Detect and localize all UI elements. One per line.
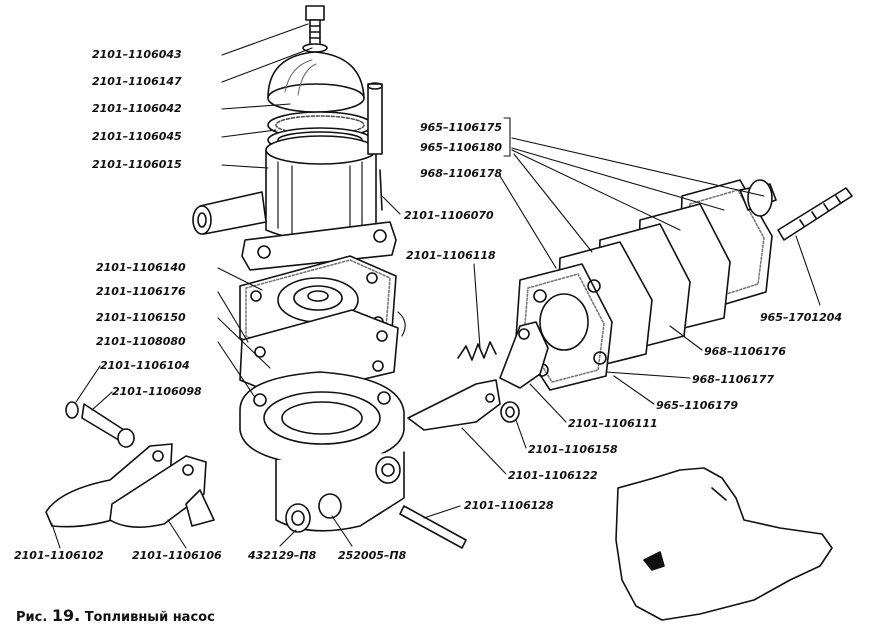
label-part-14: 2101–1106106 [132,549,222,562]
leader-lines [51,23,821,549]
figure-caption: Рис. 19. Топливный насос [16,606,215,625]
label-part-26: 965–1106175 [420,121,503,134]
pump-lower-body [239,371,405,533]
label-part-7: 2101–1106140 [96,261,186,274]
pump-drive-flange-stack [515,179,777,391]
label-part-20: 2101–1106111 [568,417,658,430]
label-part-23: 968–1106176 [704,345,787,358]
small-fitting-parts [65,401,135,448]
lever-arm [407,379,501,431]
label-part-24: 965–1701204 [760,311,843,324]
label-part-4: 2101–1106045 [92,130,182,143]
label-part-5: 2101–1106015 [92,158,182,171]
label-part-1: 2101–1106043 [92,48,182,61]
label-part-6: 2101–1106070 [404,209,494,222]
lever-bracket [499,321,549,389]
label-part-2: 2101–1106147 [92,75,182,88]
car-location-silhouette [615,467,833,621]
label-part-28: 968–1106178 [420,167,503,180]
mounting-stud [777,187,853,241]
label-part-22: 968–1106177 [692,373,775,386]
label-part-9: 2101–1106150 [96,311,186,324]
pump-cover-bolt [302,5,328,53]
label-part-10: 2101–1108080 [96,335,186,348]
label-part-27: 965–1106180 [420,141,503,154]
label-part-15: 432129–П8 [248,549,317,562]
pump-lever-left [45,443,215,528]
label-part-12: 2101–1106098 [112,385,202,398]
label-part-19: 2101–1106158 [528,443,618,456]
label-part-17: 2101–1106128 [464,499,554,512]
label-part-25: 2101–1106118 [406,249,496,262]
pump-dome-cover [267,51,365,113]
label-part-18: 2101–1106122 [508,469,598,482]
caption-text: Топливный насос [84,610,215,625]
return-spring [457,341,497,361]
label-part-13: 2101–1106102 [14,549,104,562]
label-part-11: 2101–1106104 [100,359,190,372]
pump-upper-body [192,82,397,271]
label-part-8: 2101–1106176 [96,285,186,298]
pushrod [399,505,467,549]
label-part-16: 252005–П8 [338,549,407,562]
label-part-21: 965–1106179 [656,399,739,412]
lower-gasket [239,309,399,399]
washer [500,401,520,423]
caption-number: 19. [51,606,81,625]
label-part-3: 2101–1106042 [92,102,182,115]
caption-prefix: Рис. [16,610,48,625]
